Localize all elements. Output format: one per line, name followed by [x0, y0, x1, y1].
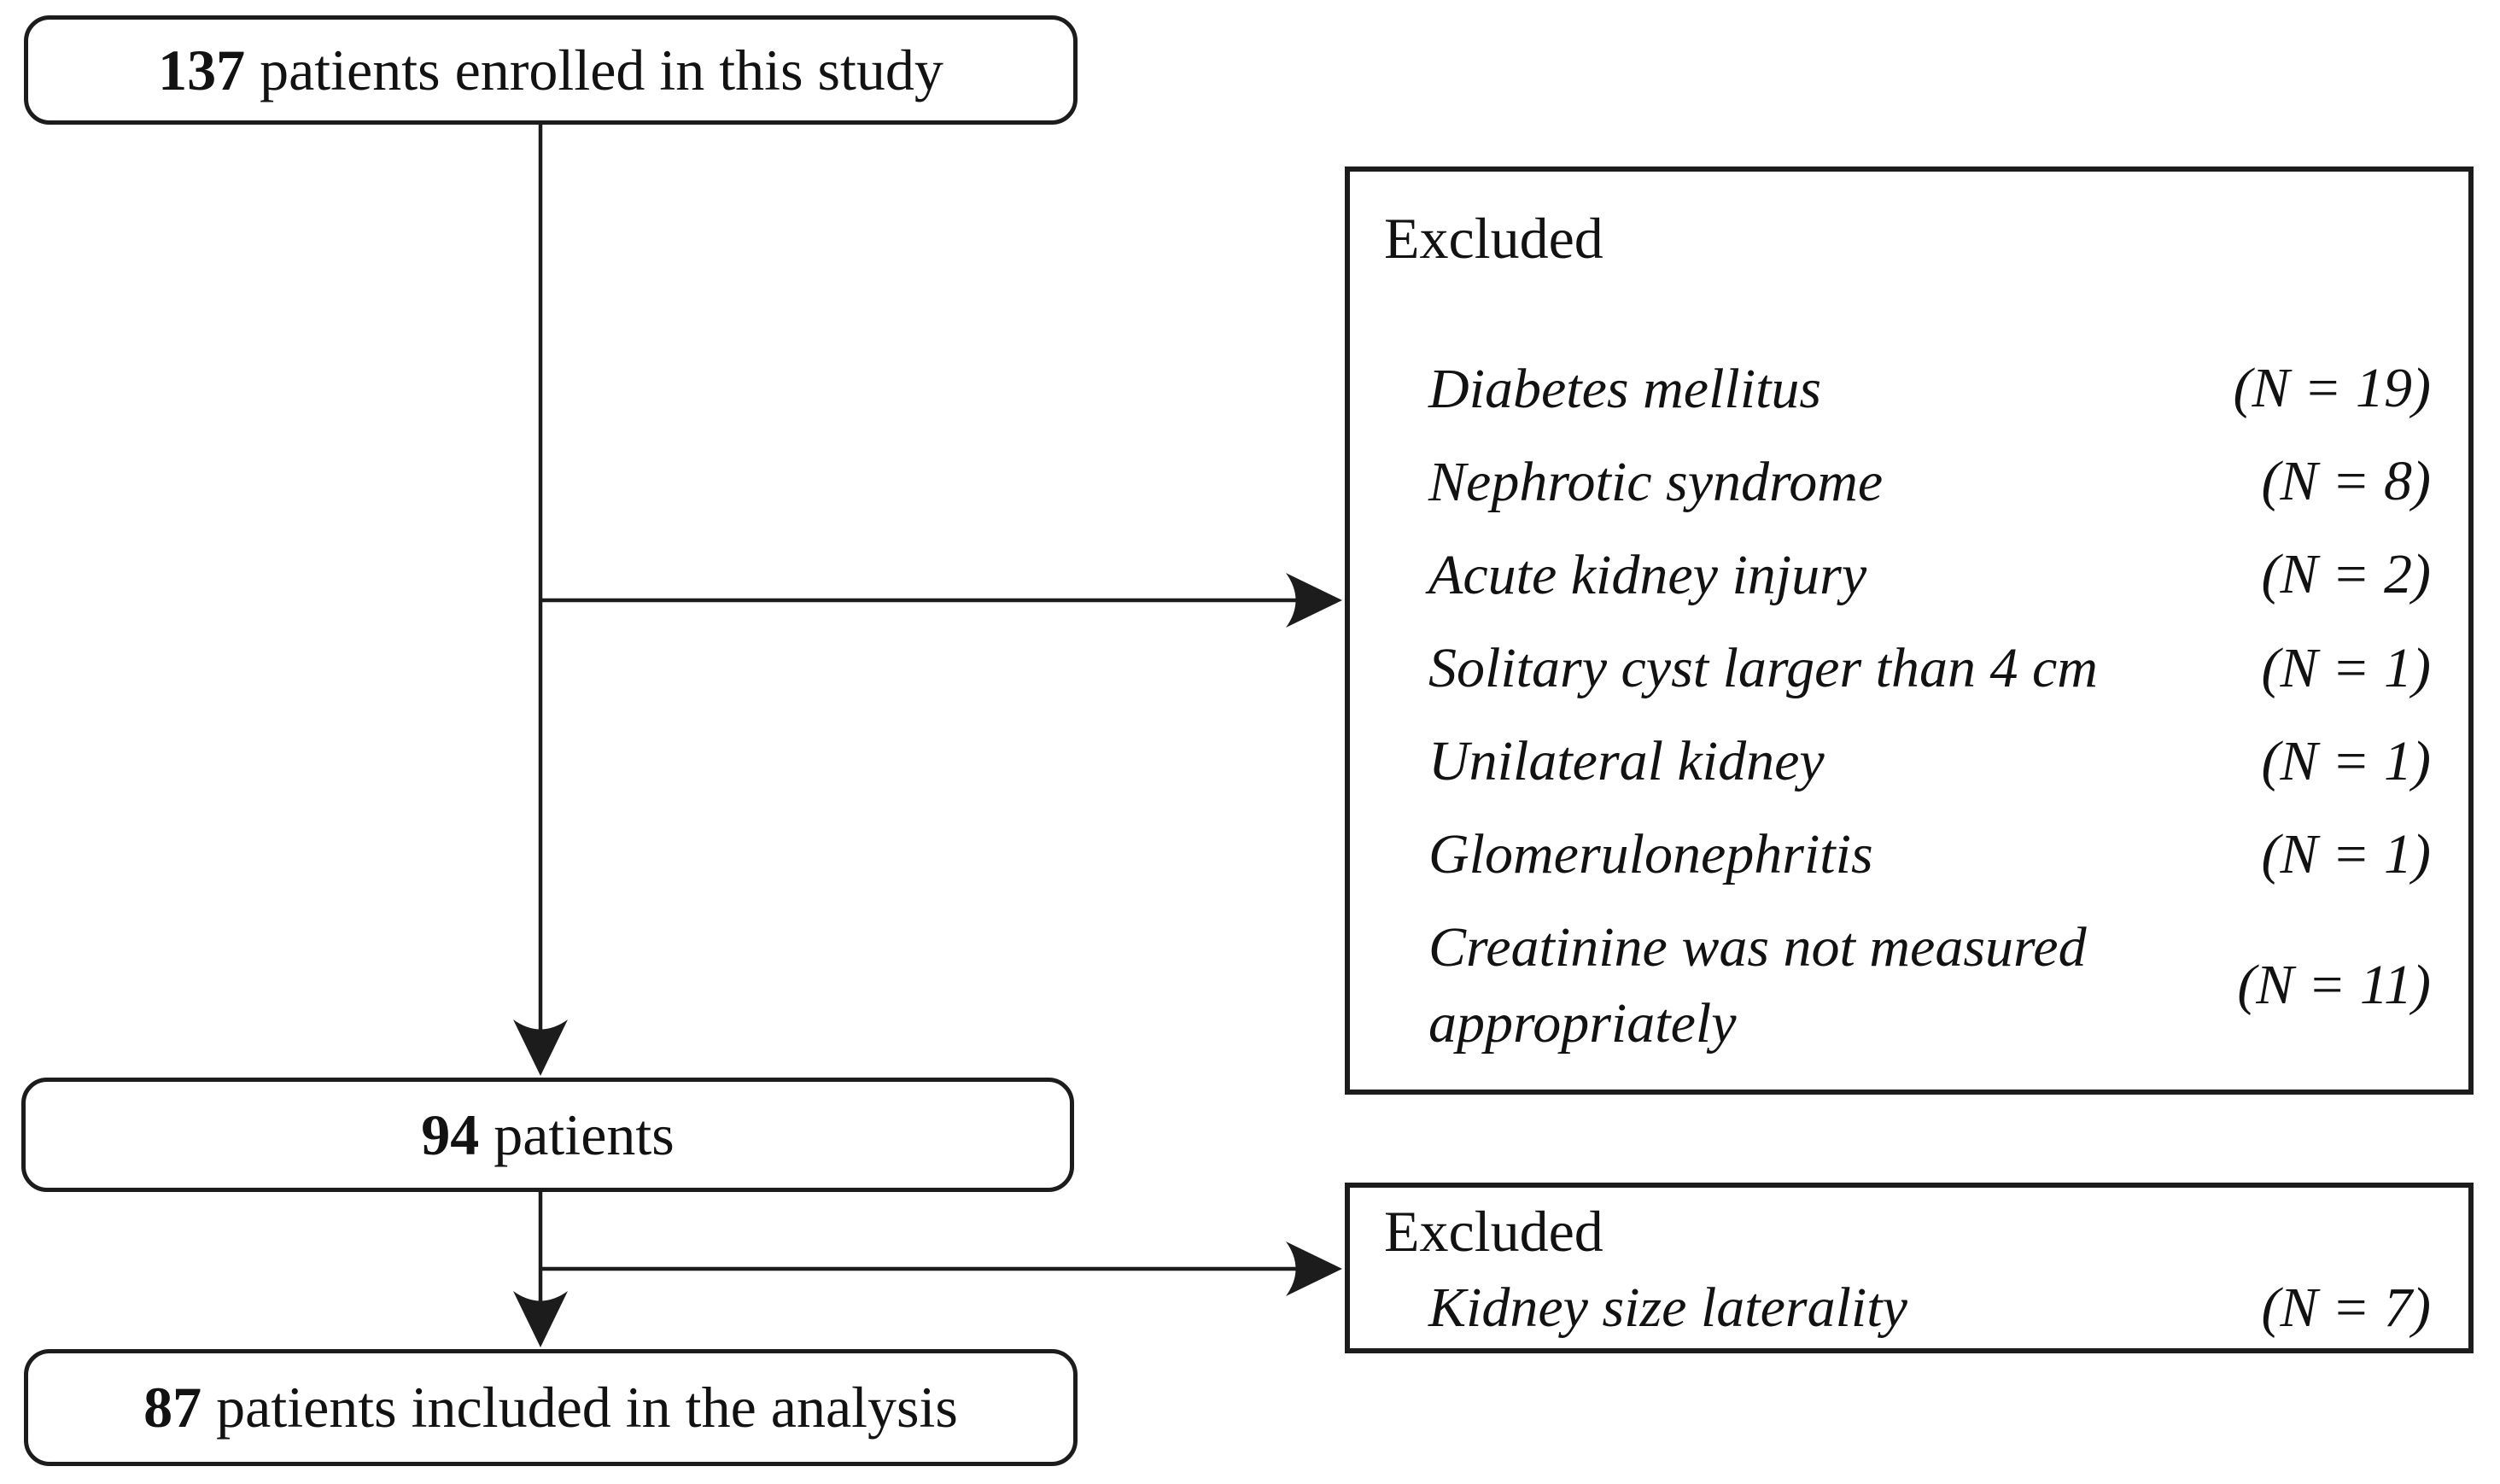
exclusion-item: Nephrotic syndrome (N = 8): [1428, 444, 2431, 520]
exclusion-box-2: Excluded Kidney size laterality (N = 7): [1345, 1183, 2474, 1353]
node-enrolled-label: 137 patients enrolled in this study: [158, 37, 943, 104]
node-87-patients: 87 patients included in the analysis: [24, 1349, 1078, 1466]
arrowhead-down-to-87: [513, 1291, 568, 1347]
arrowhead-right-to-excluded-1: [1286, 573, 1342, 628]
exclusion-box-1-title: Excluded: [1384, 206, 1603, 271]
exclusion-item: Kidney size laterality (N = 7): [1428, 1272, 2431, 1344]
exclusion-item: Acute kidney injury (N = 2): [1428, 537, 2431, 613]
exclusion-box-1-list: Diabetes mellitus (N = 19) Nephrotic syn…: [1428, 351, 2431, 1062]
exclusion-reason: Acute kidney injury: [1428, 543, 1867, 606]
exclusion-item: Unilateral kidney (N = 1): [1428, 723, 2431, 799]
exclusion-reason: Glomerulonephritis: [1428, 823, 1873, 886]
arrowhead-down-to-94: [513, 1020, 568, 1076]
exclusion-item: Glomerulonephritis (N = 1): [1428, 816, 2431, 892]
exclusion-count: (N = 2): [2261, 543, 2431, 606]
exclusion-count: (N = 7): [2261, 1277, 2431, 1340]
exclusion-box-2-title: Excluded: [1384, 1199, 1603, 1264]
exclusion-count: (N = 1): [2261, 636, 2431, 699]
exclusion-box-1: Excluded Diabetes mellitus (N = 19) Neph…: [1345, 167, 2474, 1095]
exclusion-count: (N = 19): [2233, 357, 2431, 420]
exclusion-reason: Unilateral kidney: [1428, 730, 1825, 793]
87-text: patients included in the analysis: [216, 1375, 958, 1440]
94-count: 94: [421, 1101, 480, 1167]
87-count: 87: [143, 1375, 202, 1440]
node-94-patients: 94 patients: [21, 1078, 1074, 1192]
exclusion-reason: Nephrotic syndrome: [1428, 450, 1884, 513]
node-94-label: 94 patients: [421, 1101, 675, 1169]
arrowhead-right-to-excluded-2: [1286, 1242, 1342, 1296]
exclusion-count: (N = 1): [2261, 822, 2431, 885]
exclusion-reason: Solitary cyst larger than 4 cm: [1428, 637, 2098, 700]
exclusion-item: Creatinine was not measured appropriatel…: [1428, 909, 2431, 1061]
node-enrolled: 137 patients enrolled in this study: [24, 15, 1078, 125]
exclusion-item: Solitary cyst larger than 4 cm (N = 1): [1428, 630, 2431, 706]
enrolled-text: patients enrolled in this study: [260, 37, 943, 102]
exclusion-reason: Creatinine was not measured appropriatel…: [1428, 916, 2087, 1055]
node-87-label: 87 patients included in the analysis: [143, 1374, 958, 1441]
enrolled-count: 137: [158, 37, 246, 102]
exclusion-count: (N = 8): [2261, 450, 2431, 513]
exclusion-reason: Diabetes mellitus: [1428, 357, 1822, 420]
exclusion-box-2-list: Kidney size laterality (N = 7): [1428, 1272, 2431, 1344]
exclusion-reason: Kidney size laterality: [1428, 1277, 1907, 1340]
exclusion-count: (N = 1): [2261, 729, 2431, 792]
94-text: patients: [494, 1101, 675, 1167]
exclusion-count: (N = 11): [2237, 954, 2431, 1017]
exclusion-item: Diabetes mellitus (N = 19): [1428, 351, 2431, 427]
